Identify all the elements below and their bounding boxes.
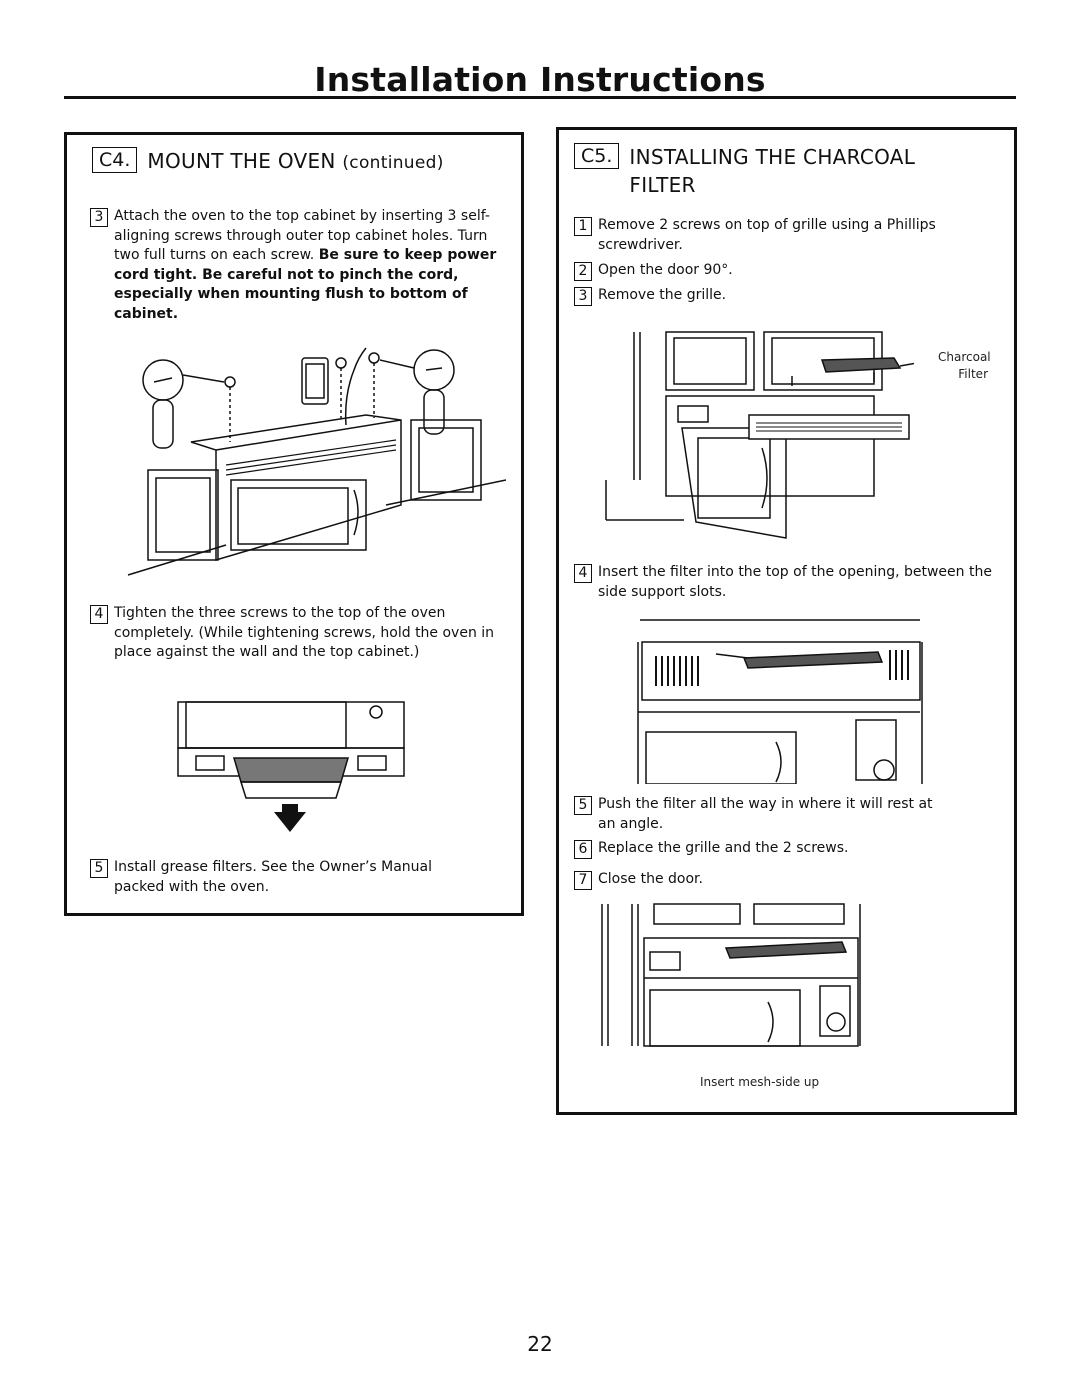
insert-mesh-caption: Insert mesh-side up [700,1075,820,1089]
step-text: Push the filter all the way in where it … [598,796,933,832]
step-number: 4 [90,605,108,624]
mount-oven-illustration [127,347,506,576]
step-7-right: 7 Close the door. [574,870,954,890]
page-number: 22 [527,1332,553,1356]
section-number: C5. [574,143,620,169]
step-number: 6 [574,840,592,859]
step-3-left: 3 Attach the oven to the top cabinet by … [90,207,500,324]
grease-filter-illustration [177,701,405,832]
step-number: 4 [574,564,592,583]
close-door-illustration [601,903,861,1047]
step-number: 3 [90,208,108,227]
step-text: Insert the filter into the top of the op… [598,564,992,600]
step-text: Remove 2 screws on top of grille using a… [598,217,936,253]
section-header-c4: C4. MOUNT THE OVEN (continued) [92,147,444,177]
title-rule [64,96,1016,99]
step-number: 2 [574,262,592,281]
section-title: INSTALLING THE CHARCOAL FILTER [629,145,916,197]
step-text: Replace the grille and the 2 screws. [598,840,849,856]
step-number: 1 [574,217,592,236]
step-text: Close the door. [598,871,703,887]
step-3-right: 3 Remove the grille. [574,286,994,306]
section-header-c5: C5. INSTALLING THE CHARCOAL FILTER [574,143,915,199]
step-text: Tighten the three screws to the top of t… [114,605,495,660]
step-text: Open the door 90°. [598,262,733,278]
section-number: C4. [92,147,138,173]
step-2-right: 2 Open the door 90°. [574,261,994,281]
step-5-left: 5 Install grease filters. See the Owner’… [90,858,480,897]
panel-mount-oven [64,132,524,916]
step-6-right: 6 Replace the grille and the 2 screws. [574,839,954,859]
step-number: 5 [574,796,592,815]
step-4-right: 4 Insert the filter into the top of the … [574,563,994,602]
step-number: 3 [574,287,592,306]
charcoal-filter-callout: Charcoal Filter [938,350,991,381]
page-title: Installation Instructions [314,60,766,99]
step-text: Install grease filters. See the Owner’s … [114,859,433,895]
step-4-left: 4 Tighten the three screws to the top of… [90,604,508,663]
step-number: 7 [574,871,592,890]
step-text: Attach the oven to the top cabinet by in… [114,208,497,322]
step-1-right: 1 Remove 2 screws on top of grille using… [574,216,994,255]
section-title: MOUNT THE OVEN (continued) [147,149,444,173]
step-5-right: 5 Push the filter all the way in where i… [574,795,954,834]
step-text: Remove the grille. [598,287,727,303]
panel-charcoal-filter [556,127,1017,1115]
step-number: 5 [90,859,108,878]
remove-grille-illustration [605,331,914,539]
insert-filter-illustration [637,619,923,784]
